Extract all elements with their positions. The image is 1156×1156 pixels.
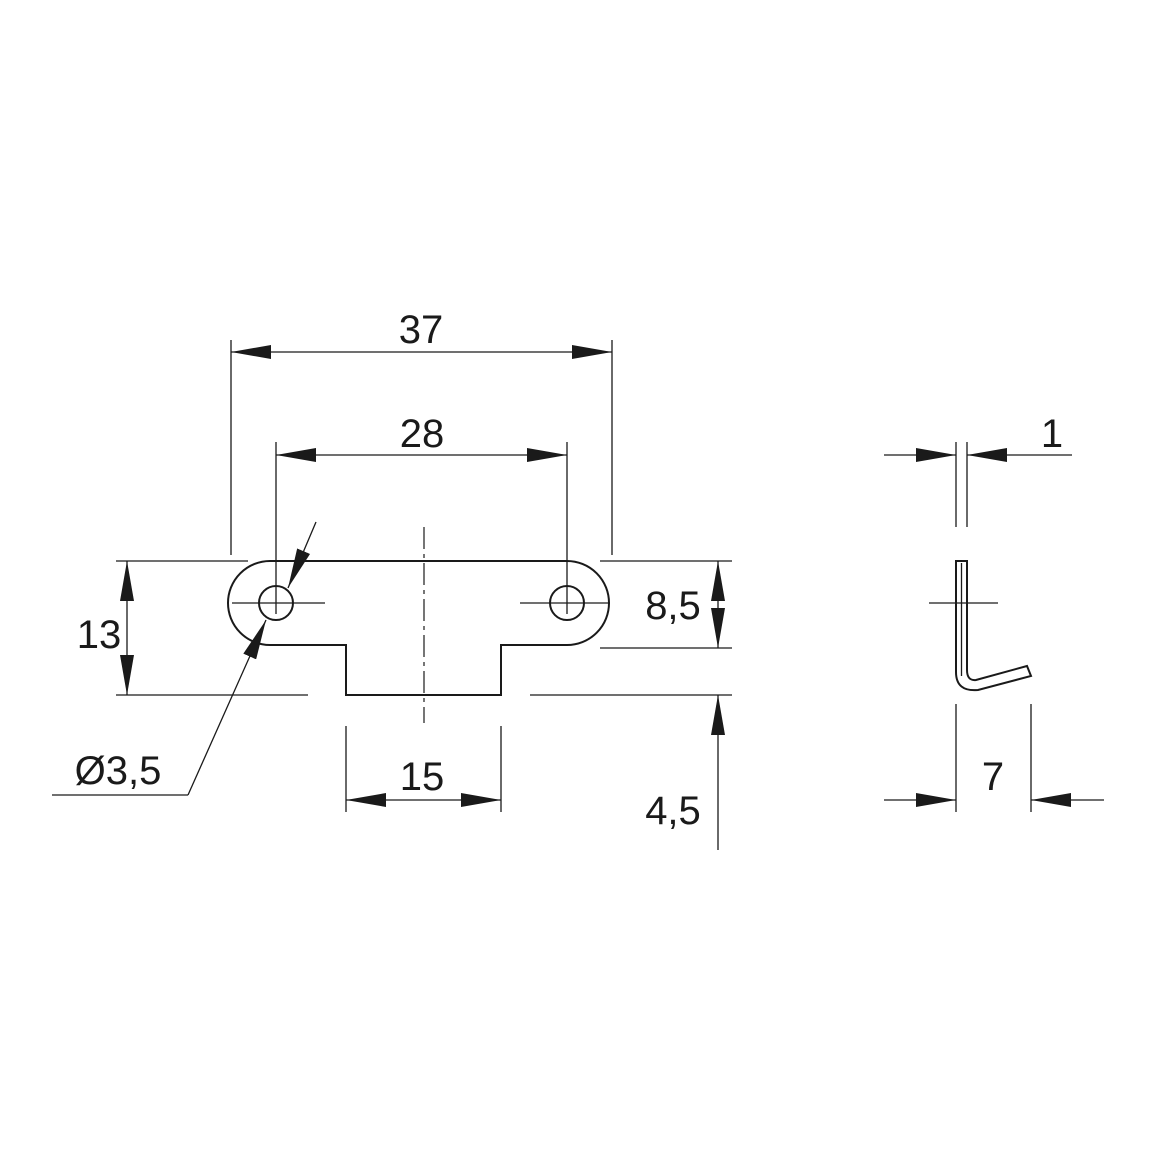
front-view-part xyxy=(227,527,610,723)
side-view-part xyxy=(929,560,1033,692)
dim-right-height-label: 8,5 xyxy=(645,584,701,628)
dim-tab-height-label: 4,5 xyxy=(645,789,701,833)
dim-hole-spacing: 28 xyxy=(275,412,568,592)
dim-right-heights: 8,5 4,5 xyxy=(530,560,732,850)
dim-hole-diameter-label: Ø3,5 xyxy=(75,749,162,793)
dim-overall-length: 37 xyxy=(230,308,613,555)
dim-height: 13 xyxy=(77,560,308,696)
bracket-profile xyxy=(955,560,1033,692)
dim-profile-width: 7 xyxy=(884,704,1104,812)
dim-slot-width-label: 15 xyxy=(400,755,445,799)
dim-hole-diameter: Ø3,5 xyxy=(52,521,317,796)
dim-slot-width: 15 xyxy=(345,726,502,812)
dim-hole-spacing-label: 28 xyxy=(400,412,445,456)
dim-thickness-label: 1 xyxy=(1041,412,1063,456)
part-outline xyxy=(227,560,610,696)
dim-profile-width-label: 7 xyxy=(982,755,1004,799)
dim-overall-length-label: 37 xyxy=(399,308,444,352)
dim-height-label: 13 xyxy=(77,613,122,657)
dim-thickness: 1 xyxy=(884,412,1072,527)
